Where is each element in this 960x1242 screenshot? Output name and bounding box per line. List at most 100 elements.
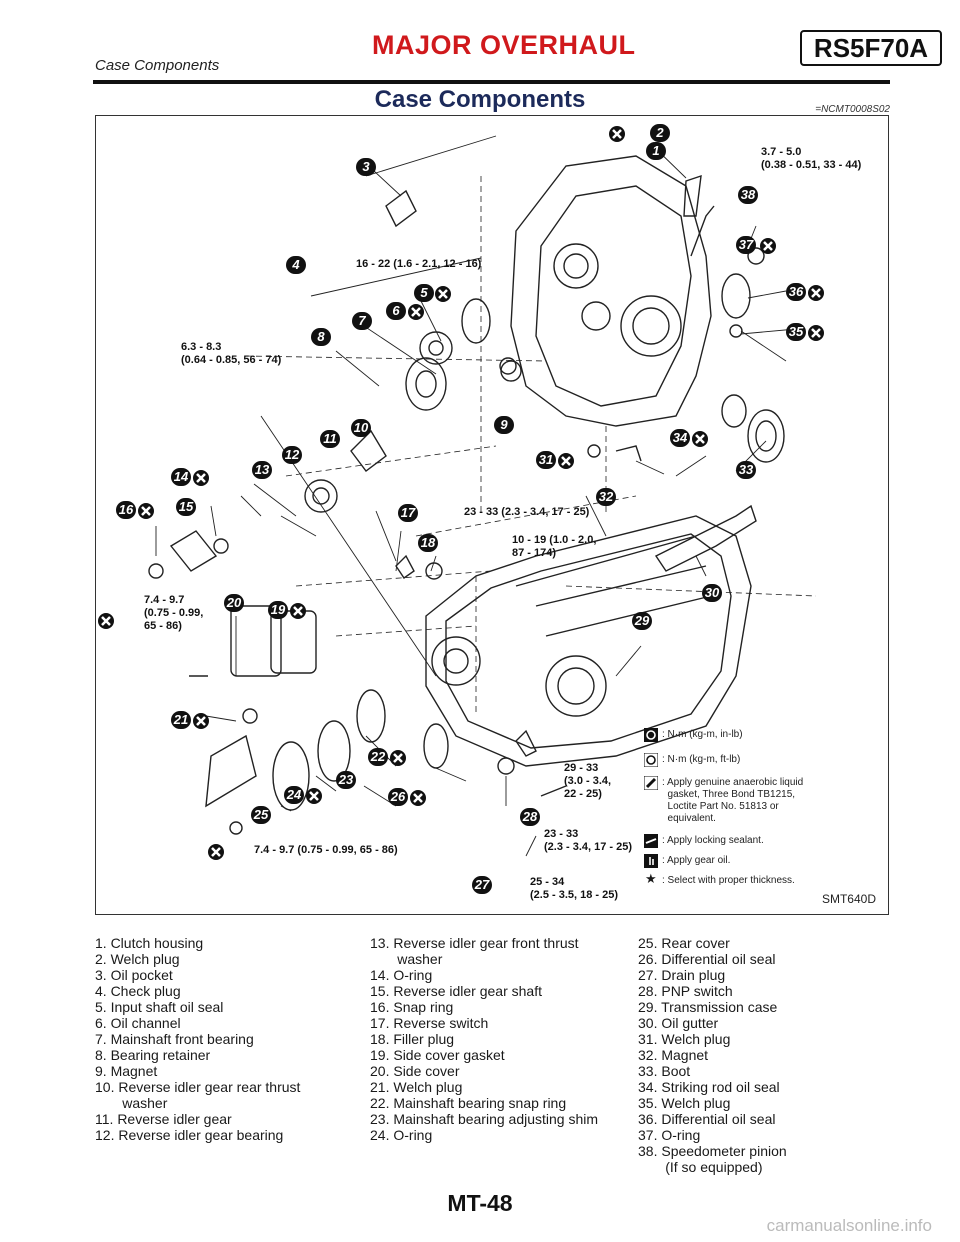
callout-32: 32	[596, 488, 616, 506]
do-not-reuse-icon	[138, 503, 154, 519]
list-item: 36. Differential oil seal	[638, 1111, 776, 1127]
callout-13: 13	[252, 461, 272, 479]
torque-label-18: 10 - 19 (1.0 - 2.0, 87 - 174)	[512, 534, 597, 559]
callout-24: 24	[284, 786, 304, 804]
callout-37: 37	[736, 236, 756, 254]
callout-30: 30	[702, 584, 722, 602]
legend-select-thickness: : Select with proper thickness.	[662, 875, 795, 886]
callout-21: 21	[171, 711, 191, 729]
callout-23: 23	[336, 771, 356, 789]
callout-16: 16	[116, 501, 136, 519]
list-item: 16. Snap ring	[370, 999, 454, 1015]
list-item: 15. Reverse idler gear shaft	[370, 983, 542, 999]
do-not-reuse-icon	[193, 470, 209, 486]
callout-22: 22	[368, 748, 388, 766]
list-item: 11. Reverse idler gear	[95, 1111, 232, 1127]
do-not-reuse-icon	[306, 788, 322, 804]
callout-3: 3	[356, 158, 376, 176]
do-not-reuse-icon	[193, 713, 209, 729]
parts-list-col3: 25. Rear cover 26. Differential oil seal…	[638, 935, 898, 1175]
list-item: 28. PNP switch	[638, 983, 733, 999]
do-not-reuse-icon	[609, 126, 625, 142]
exploded-view-figure: 2 1 3 38 37 4 5 36 6 7 35 8 9 10 11 34 1…	[95, 115, 889, 915]
legend-locking-sealant: : Apply locking sealant.	[662, 835, 764, 846]
list-item: 33. Boot	[638, 1063, 691, 1079]
do-not-reuse-icon	[98, 613, 114, 629]
list-item: 1. Clutch housing	[95, 935, 204, 951]
do-not-reuse-icon	[692, 431, 708, 447]
section-doc-code: =NCMT0008S02	[815, 104, 890, 115]
list-item: 27. Drain plug	[638, 967, 726, 983]
list-item: 21. Welch plug	[370, 1079, 463, 1095]
callout-12: 12	[282, 446, 302, 464]
list-item: 4. Check plug	[95, 983, 181, 999]
list-item: 13. Reverse idler gear front thrust wash…	[370, 935, 579, 967]
legend-in-lb: : N·m (kg-m, in-lb)	[662, 729, 743, 740]
legend-gear-oil: : Apply gear oil.	[662, 855, 731, 866]
do-not-reuse-icon	[558, 453, 574, 469]
do-not-reuse-icon	[408, 304, 424, 320]
torque-label-25: 7.4 - 9.7 (0.75 - 0.99, 65 - 86)	[254, 844, 398, 856]
list-item: 12. Reverse idler gear bearing	[95, 1127, 284, 1143]
callout-19: 19	[268, 601, 288, 619]
torque-label-17: 23 - 33 (2.3 - 3.4, 17 - 25)	[464, 506, 590, 518]
callout-34: 34	[670, 429, 690, 447]
list-item: 14. O-ring	[370, 967, 433, 983]
model-code-badge: RS5F70A	[800, 30, 942, 66]
list-item: 22. Mainshaft bearing snap ring	[370, 1095, 567, 1111]
do-not-reuse-icon	[808, 325, 824, 341]
list-item: 20. Side cover	[370, 1063, 460, 1079]
list-item: 18. Filler plug	[370, 1031, 455, 1047]
section-title: Case Components	[374, 86, 586, 113]
header-title: MAJOR OVERHAUL	[372, 30, 636, 60]
callout-36: 36	[786, 283, 806, 301]
torque-ft-lb-icon	[644, 753, 658, 767]
callout-9: 9	[494, 416, 514, 434]
callout-38: 38	[738, 186, 758, 204]
exploded-drawing	[148, 135, 817, 857]
callout-28: 28	[520, 808, 540, 826]
star-icon: ★	[645, 871, 657, 886]
list-item: 7. Mainshaft front bearing	[95, 1031, 254, 1047]
legend-gasket: : Apply genuine anaerobic liquid gasket,…	[662, 777, 804, 824]
callout-20: 20	[224, 594, 244, 612]
list-item: 31. Welch plug	[638, 1031, 731, 1047]
list-item: 19. Side cover gasket	[370, 1047, 505, 1063]
do-not-reuse-icon	[410, 790, 426, 806]
callout-11: 11	[320, 430, 340, 448]
locking-sealant-icon	[644, 834, 658, 848]
callout-5: 5	[414, 284, 434, 302]
header-rule	[93, 80, 890, 84]
do-not-reuse-icon	[760, 238, 776, 254]
list-item: 23. Mainshaft bearing adjusting shim	[370, 1111, 599, 1127]
callout-25: 25	[251, 806, 271, 824]
callout-15: 15	[176, 498, 196, 516]
list-item: 30. Oil gutter	[638, 1015, 719, 1031]
callout-6: 6	[386, 302, 406, 320]
callout-33: 33	[736, 461, 756, 479]
list-item: 24. O-ring	[370, 1127, 433, 1143]
list-item: 2. Welch plug	[95, 951, 180, 967]
do-not-reuse-icon	[290, 603, 306, 619]
do-not-reuse-icon	[208, 844, 224, 860]
list-item: 34. Striking rod oil seal	[638, 1079, 780, 1095]
callout-4: 4	[286, 256, 306, 274]
list-item: 25. Rear cover	[638, 935, 730, 951]
list-item: 8. Bearing retainer	[95, 1047, 211, 1063]
legend-ft-lb: : N·m (kg-m, ft-lb)	[662, 754, 741, 765]
list-item: 5. Input shaft oil seal	[95, 999, 224, 1015]
do-not-reuse-icon	[808, 285, 824, 301]
callout-10: 10	[351, 419, 371, 437]
callout-14: 14	[171, 468, 191, 486]
list-item: 9. Magnet	[95, 1063, 158, 1079]
torque-label-1: 3.7 - 5.0 (0.38 - 0.51, 33 - 44)	[761, 146, 862, 171]
callout-7: 7	[352, 312, 372, 330]
callout-26: 26	[388, 788, 408, 806]
list-item: 26. Differential oil seal	[638, 951, 776, 967]
gear-oil-icon	[644, 854, 658, 868]
list-item: 38. Speedometer pinion (If so equipped)	[638, 1143, 787, 1175]
torque-label-27: 25 - 34 (2.5 - 3.5, 18 - 25)	[530, 876, 619, 901]
do-not-reuse-icon	[390, 750, 406, 766]
torque-label-8: 6.3 - 8.3 (0.64 - 0.85, 56 - 74)	[181, 341, 282, 366]
figure-code: SMT640D	[821, 892, 876, 906]
